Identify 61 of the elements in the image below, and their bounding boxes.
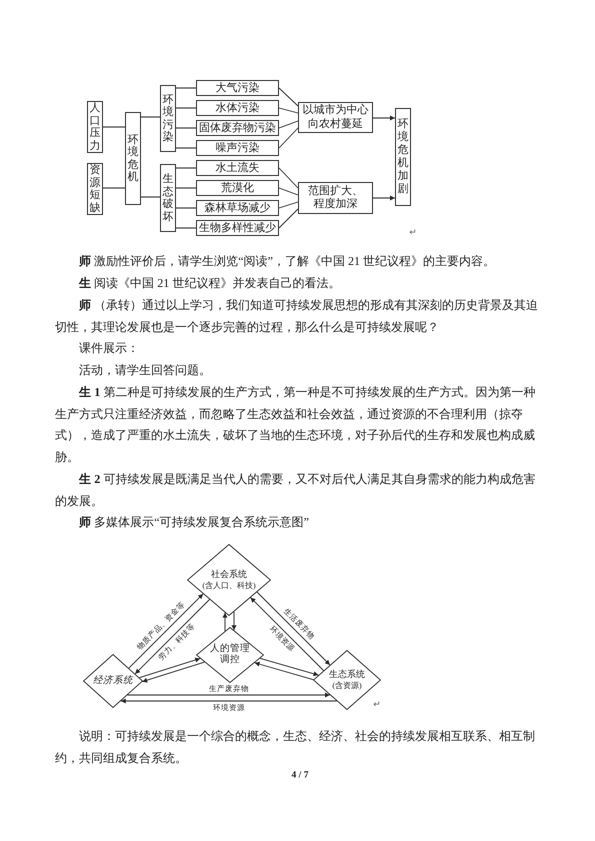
concept-box: 森林草场减少 [196,200,279,216]
arrow [142,662,206,683]
connector-line [278,108,298,114]
concept-box: 生态破坏 [160,164,176,232]
diamond-subtitle: (含人口、科技) [202,580,256,591]
page-number: 4 / 7 [292,770,308,782]
diamond-subtitle: (含资源) [332,680,362,691]
connector-line [278,208,298,228]
system-diamond [313,650,381,710]
concept-box: 环境危机加剧 [395,108,411,206]
concept-box: 人口压力 [87,101,103,153]
paragraph: 课件展示： [78,340,140,357]
concept-box: 范围扩大、程度加深 [298,182,373,214]
connector-line [278,128,298,148]
system-diamond: 人的管理调控 [196,627,264,683]
arrow [222,612,228,632]
concept-box: 以城市为中心向农村蔓延 [298,102,373,133]
connector-line [278,188,298,196]
arrow [127,692,330,698]
concept-box: 荒漠化 [196,180,279,196]
diamond-title: 生态系统 [329,669,365,680]
paragraph-mark: ↵ [373,700,381,710]
arrow [372,116,396,120]
arrow [232,611,236,631]
concept-box: 固体废弃物污染 [196,120,279,136]
concept-box: 资源短缺 [87,163,103,215]
arrow [260,658,319,676]
concept-box: 环境污染 [160,85,176,152]
concept-box: 水体污染 [196,100,279,116]
diamond-title: 社会系统 [211,569,247,580]
paragraph: 活动，请学生回答问题。 [78,362,212,379]
system-diamond: 经济系统 [83,654,143,708]
connector-line [102,126,126,128]
arrow [120,698,338,704]
concept-box: 水土流失 [196,160,279,176]
arrow [128,593,204,669]
connector-line [278,88,298,106]
paragraph: 师 激励性评价后，请学生浏览“阅读”，了解《中国 21 世纪议程》的主要内容。 [78,253,496,270]
paragraph: 生 1 第二种是可持续发展的生产方式，第一种是不可持续发展的生产方式。因为第一种生产方式只注重经济效益，而忽略了生态效益和社会效益，通过资源的不合理利用（掠夺式），造成了严重的水土流失，破坏了当地的生态环境，对子孙后代的生存和发展也构成威胁。 [55,384,536,466]
arrow [254,662,314,680]
paragraph: 说明：可持续发展是一个综合的概念，生态、经济、社会的持续发展相互联系、相互制约，共同组成复合系统。 [55,728,536,767]
paragraph: 生 阅读《中国 21 世纪议程》并发表自己的看法。 [78,275,342,292]
paragraph: 师 多媒体展示“可持续发展复合系统示意图” [78,514,310,531]
concept-box: 大气污染 [196,80,279,96]
connector-line [278,120,298,128]
system-diamond [187,544,271,616]
connector-line [140,196,160,198]
arrow [134,598,210,674]
arrow [138,658,201,678]
connector-line [140,116,160,118]
paragraph-mark: ↵ [409,228,417,238]
arrow [250,597,324,672]
concept-box: 噪声污染 [196,140,279,156]
arrow [372,196,396,200]
arrow [256,592,330,666]
concept-box: 生物多样性减少 [196,220,279,236]
paragraph: 师 （承转）通过以上学习，我们知道可持续发展思想的形成有其深刻的历史背景及其迫切性，其理论发展也是一个逐步完善的过程，那么什么是可持续发展呢？ [55,297,540,336]
paragraph: 生 2 可持续发展是既满足当代人的需要，又不对后代人满足其自身需求的能力构成危害的发展。 [55,471,536,510]
connector-line [278,202,298,208]
connector-line [278,168,298,188]
concept-box: 环境危机 [125,112,141,205]
